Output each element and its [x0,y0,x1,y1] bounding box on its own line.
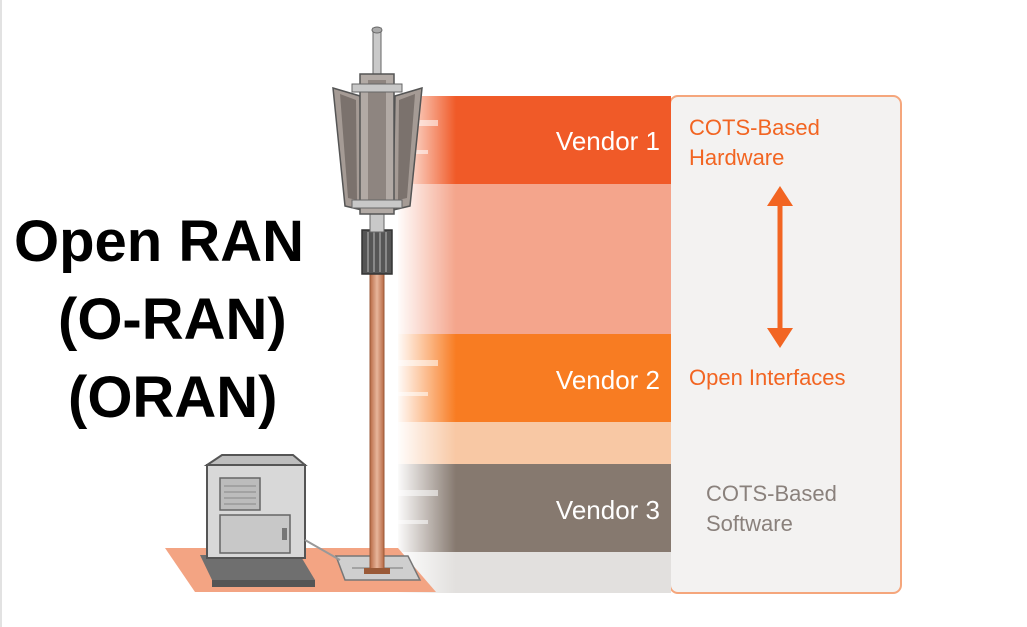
cots-hardware-line-2: Hardware [689,145,785,170]
vendor-2-label: Vendor 2 [555,365,660,395]
cots-software-line-1: COTS-Based [706,481,837,506]
cots-software-line-2: Software [706,511,793,536]
base-station-cabinet-icon [200,454,341,587]
title-line-1: Open RAN [14,209,304,274]
vendor-1-label: Vendor 1 [555,126,660,156]
open-interfaces-label: Open Interfaces [689,365,846,390]
frame-edge [0,0,2,627]
cots-hardware-label: COTS-Based Hardware [689,113,820,173]
title-line-3: (ORAN) [68,365,278,430]
antenna-icon [332,26,423,574]
vendor-3-label: Vendor 3 [555,495,660,525]
cots-software-label: COTS-Based Software [706,479,837,539]
cots-hardware-line-1: COTS-Based [689,115,820,140]
layer-stack [396,94,671,596]
title-line-2: (O-RAN) [58,287,287,352]
double-arrow-icon [767,186,793,348]
